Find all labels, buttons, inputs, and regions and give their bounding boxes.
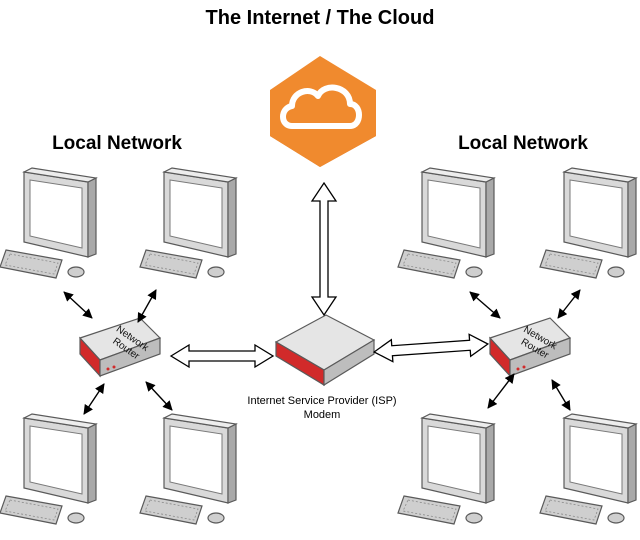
- connection-arrow: [63, 291, 93, 319]
- computer-icon: [539, 167, 637, 279]
- uplink-arrows: [169, 181, 490, 369]
- left-router: Network Router: [79, 317, 161, 377]
- connection-arrow: [487, 373, 515, 409]
- computer-icon: [397, 413, 495, 525]
- right-network-label: Local Network: [458, 133, 588, 154]
- connection-arrow: [469, 291, 501, 319]
- modem-label-line2: Modem: [304, 409, 341, 421]
- computer-icon: [0, 167, 97, 279]
- computer-icon: [0, 413, 97, 525]
- modem-icon: [274, 314, 376, 387]
- connection-arrow: [83, 383, 105, 415]
- modem-label-line1: Internet Service Provider (ISP): [247, 395, 396, 407]
- connection-arrow: [145, 381, 173, 411]
- page-title: The Internet / The Cloud: [206, 7, 435, 29]
- computer-icon: [397, 167, 495, 279]
- computer-icon: [139, 167, 237, 279]
- connection-arrows: [63, 289, 581, 415]
- connection-arrow: [557, 289, 581, 319]
- computer-icon: [139, 413, 237, 525]
- connection-arrow: [137, 289, 157, 323]
- connection-arrow: [551, 379, 571, 411]
- right-uplink-arrow: [372, 333, 490, 363]
- computer-icon: [539, 413, 637, 525]
- cloud-uplink-arrow: [310, 181, 338, 317]
- left-network-label: Local Network: [52, 133, 182, 154]
- cloud-icon: [270, 56, 376, 167]
- right-router: Network Router: [489, 317, 571, 377]
- left-uplink-arrow: [169, 343, 275, 369]
